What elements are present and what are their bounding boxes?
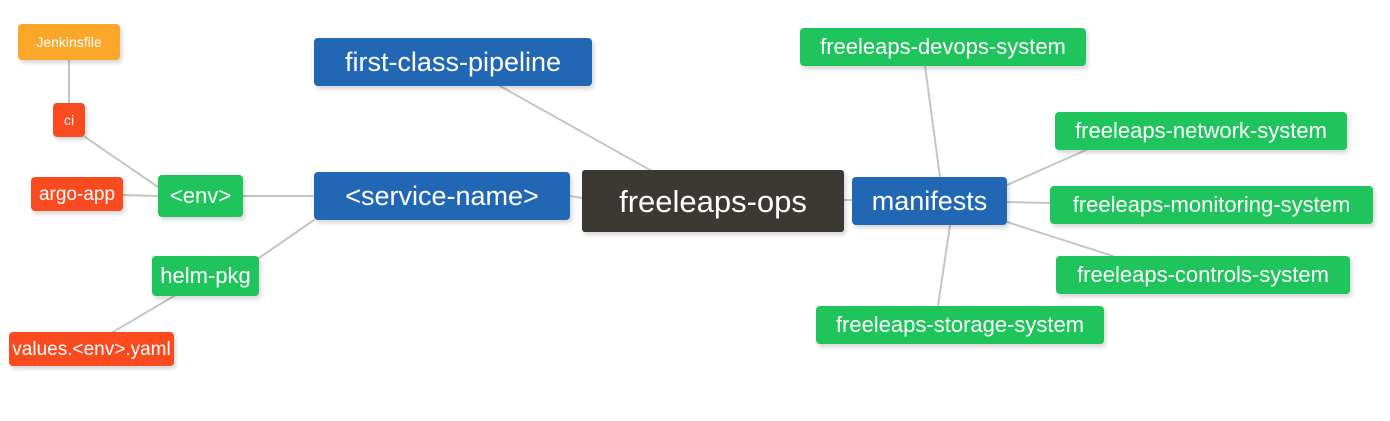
node-manifests[interactable]: manifests bbox=[852, 177, 1007, 225]
edge-manifests-to-network bbox=[1006, 149, 1087, 186]
node-values-yaml[interactable]: values.<env>.yaml bbox=[9, 332, 174, 366]
node-root[interactable]: freeleaps-ops bbox=[582, 170, 844, 232]
edge-manifests-to-controls bbox=[1006, 221, 1114, 257]
node-ci[interactable]: ci bbox=[53, 103, 85, 137]
node-jenkinsfile[interactable]: Jenkinsfile bbox=[18, 24, 120, 60]
node-service-name[interactable]: <service-name> bbox=[314, 172, 570, 220]
node-env[interactable]: <env> bbox=[158, 175, 243, 217]
node-fcp[interactable]: first-class-pipeline bbox=[314, 38, 592, 86]
edge-manifests-to-devops bbox=[924, 65, 941, 178]
edge-service-name-to-helm-pkg bbox=[258, 219, 315, 259]
node-controls[interactable]: freeleaps-controls-system bbox=[1056, 256, 1350, 294]
edge-helm-pkg-to-values-yaml bbox=[112, 295, 175, 333]
node-monitoring[interactable]: freeleaps-monitoring-system bbox=[1050, 186, 1373, 224]
edge-service-name-to-root bbox=[569, 195, 583, 199]
edge-manifests-to-storage bbox=[937, 224, 951, 307]
edge-manifests-to-monitoring bbox=[1006, 201, 1051, 204]
node-network[interactable]: freeleaps-network-system bbox=[1055, 112, 1347, 150]
node-helm-pkg[interactable]: helm-pkg bbox=[152, 256, 259, 296]
edge-fcp-to-root bbox=[499, 85, 651, 171]
node-storage[interactable]: freeleaps-storage-system bbox=[816, 306, 1104, 344]
node-argo-app[interactable]: argo-app bbox=[31, 177, 123, 211]
edge-argo-app-to-env bbox=[122, 194, 159, 197]
node-devops[interactable]: freeleaps-devops-system bbox=[800, 28, 1086, 66]
